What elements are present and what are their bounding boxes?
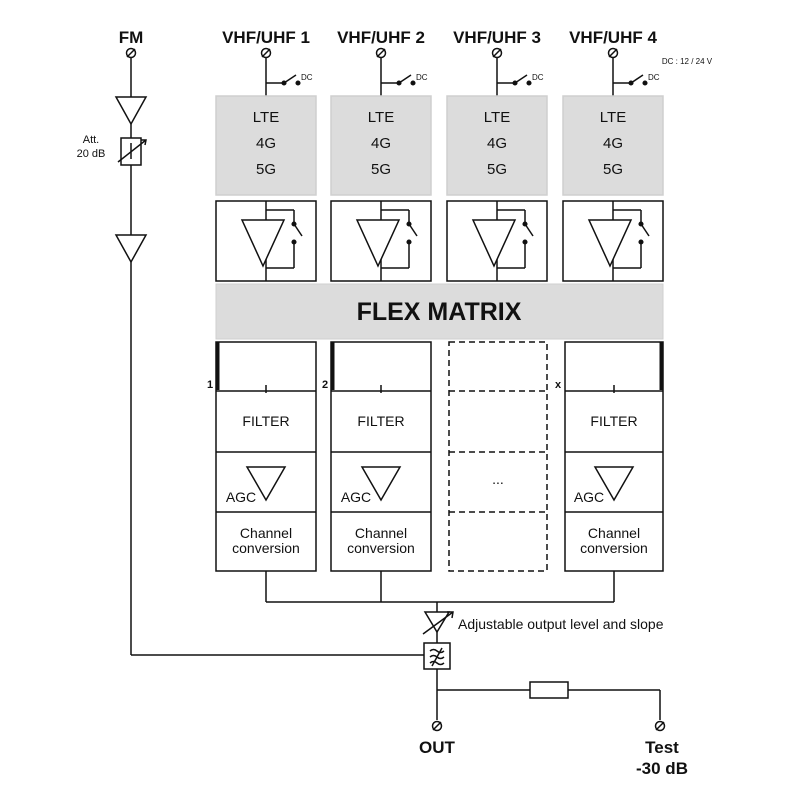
fm-attenuator [117,137,147,166]
input-column-1: VHF/UHF 1 DC LTE 4G 5G [215,28,317,282]
4g-label: 4G [603,135,623,152]
fm-input-label: FM [119,28,144,47]
5g-label: 5G [603,161,623,178]
adjustable-output-label: Adjustable output level and slope [458,616,664,632]
conversion-label-line1: Channel [355,525,407,541]
diplexer-icon [423,642,451,670]
test-label-line1: Test [645,738,679,757]
channel-port-label: 1 [207,379,213,391]
channel-column-placeholder: ... [448,341,548,572]
out-connector [431,720,443,732]
dc-switch-label: DC [301,73,313,82]
vhf-uhf-3-label: VHF/UHF 3 [453,28,541,47]
dc-supply-label: DC : 12 / 24 V [662,57,713,66]
agc-label: AGC [226,489,256,505]
flex-matrix: FLEX MATRIX [215,283,664,340]
dc-switch-icon: DC [613,73,660,86]
4g-label: 4G [487,135,507,152]
vhf-uhf-1-label: VHF/UHF 1 [222,28,310,47]
band-filter-block [330,95,432,196]
dc-switch-label: DC [532,73,544,82]
lte-label: LTE [484,109,510,126]
vhf-uhf-4-label: VHF/UHF 4 [569,28,657,47]
fm-amplifier-2-icon [114,234,148,264]
channel-columns: 1 FILTER AGC Channel conversion 2 FILTER… [207,341,664,602]
channel-port-label: 2 [322,379,328,391]
dc-switch-icon: DC [497,73,544,86]
agc-amplifier-icon [245,466,287,502]
4g-label: 4G [256,135,276,152]
channel-port-label: x [555,379,562,391]
dc-switch-label: DC [416,73,428,82]
channel-column-x: x FILTER AGC Channel conversion [555,341,664,602]
channel-column-1: 1 FILTER AGC Channel conversion [207,341,317,602]
bypass-amplifier-block [215,200,317,282]
conversion-label-line2: conversion [232,540,300,556]
test-label-line2: -30 dB [636,759,688,778]
test-connector [654,720,666,732]
fm-amplifier-icon [114,96,148,126]
bypass-amplifier-block [330,200,432,282]
5g-label: 5G [487,161,507,178]
flex-matrix-title: FLEX MATRIX [357,298,522,326]
attenuator-label-line2: 20 dB [77,148,106,160]
5g-label: 5G [371,161,391,178]
test-resistor-icon [529,681,569,699]
lte-label: LTE [600,109,626,126]
output-stage: Adjustable output level and slope OUT Te… [266,601,688,778]
attenuator-label-line1: Att. [83,134,100,146]
conversion-label-line2: conversion [580,540,648,556]
input-column-3: VHF/UHF 3 DC LTE 4G 5G [446,28,548,282]
lte-label: LTE [368,109,394,126]
bypass-amplifier-block [446,200,548,282]
agc-amplifier-icon [360,466,402,502]
out-label: OUT [419,738,456,757]
4g-label: 4G [371,135,391,152]
fm-path: FM Att. 20 dB [77,28,424,656]
lte-label: LTE [253,109,279,126]
agc-label: AGC [574,489,604,505]
vhf-uhf-2-label: VHF/UHF 2 [337,28,425,47]
filter-label: FILTER [590,413,637,429]
input-column-2: VHF/UHF 2 DC LTE 4G 5G [330,28,432,282]
more-channels-ellipsis: ... [492,471,504,487]
input-columns: DC : 12 / 24 V VHF/UHF 1 DC LTE 4G 5G [215,28,713,282]
bypass-amplifier-block [562,200,664,282]
fm-connector [125,47,137,59]
conversion-label-line2: conversion [347,540,415,556]
filter-label: FILTER [357,413,404,429]
dc-switch-icon: DC [381,73,428,86]
band-filter-block [446,95,548,196]
conversion-label-line1: Channel [240,525,292,541]
band-filter-block [215,95,317,196]
dc-switch-icon: DC [266,73,313,86]
agc-amplifier-icon [593,466,635,502]
dc-switch-label: DC [648,73,660,82]
input-column-4: VHF/UHF 4 DC LTE 4G 5G [562,28,664,282]
band-filter-block [562,95,664,196]
adjustable-amplifier-icon [422,611,454,635]
filter-label: FILTER [242,413,289,429]
conversion-label-line1: Channel [588,525,640,541]
5g-label: 5G [256,161,276,178]
channel-column-2: 2 FILTER AGC Channel conversion [322,341,432,602]
agc-label: AGC [341,489,371,505]
